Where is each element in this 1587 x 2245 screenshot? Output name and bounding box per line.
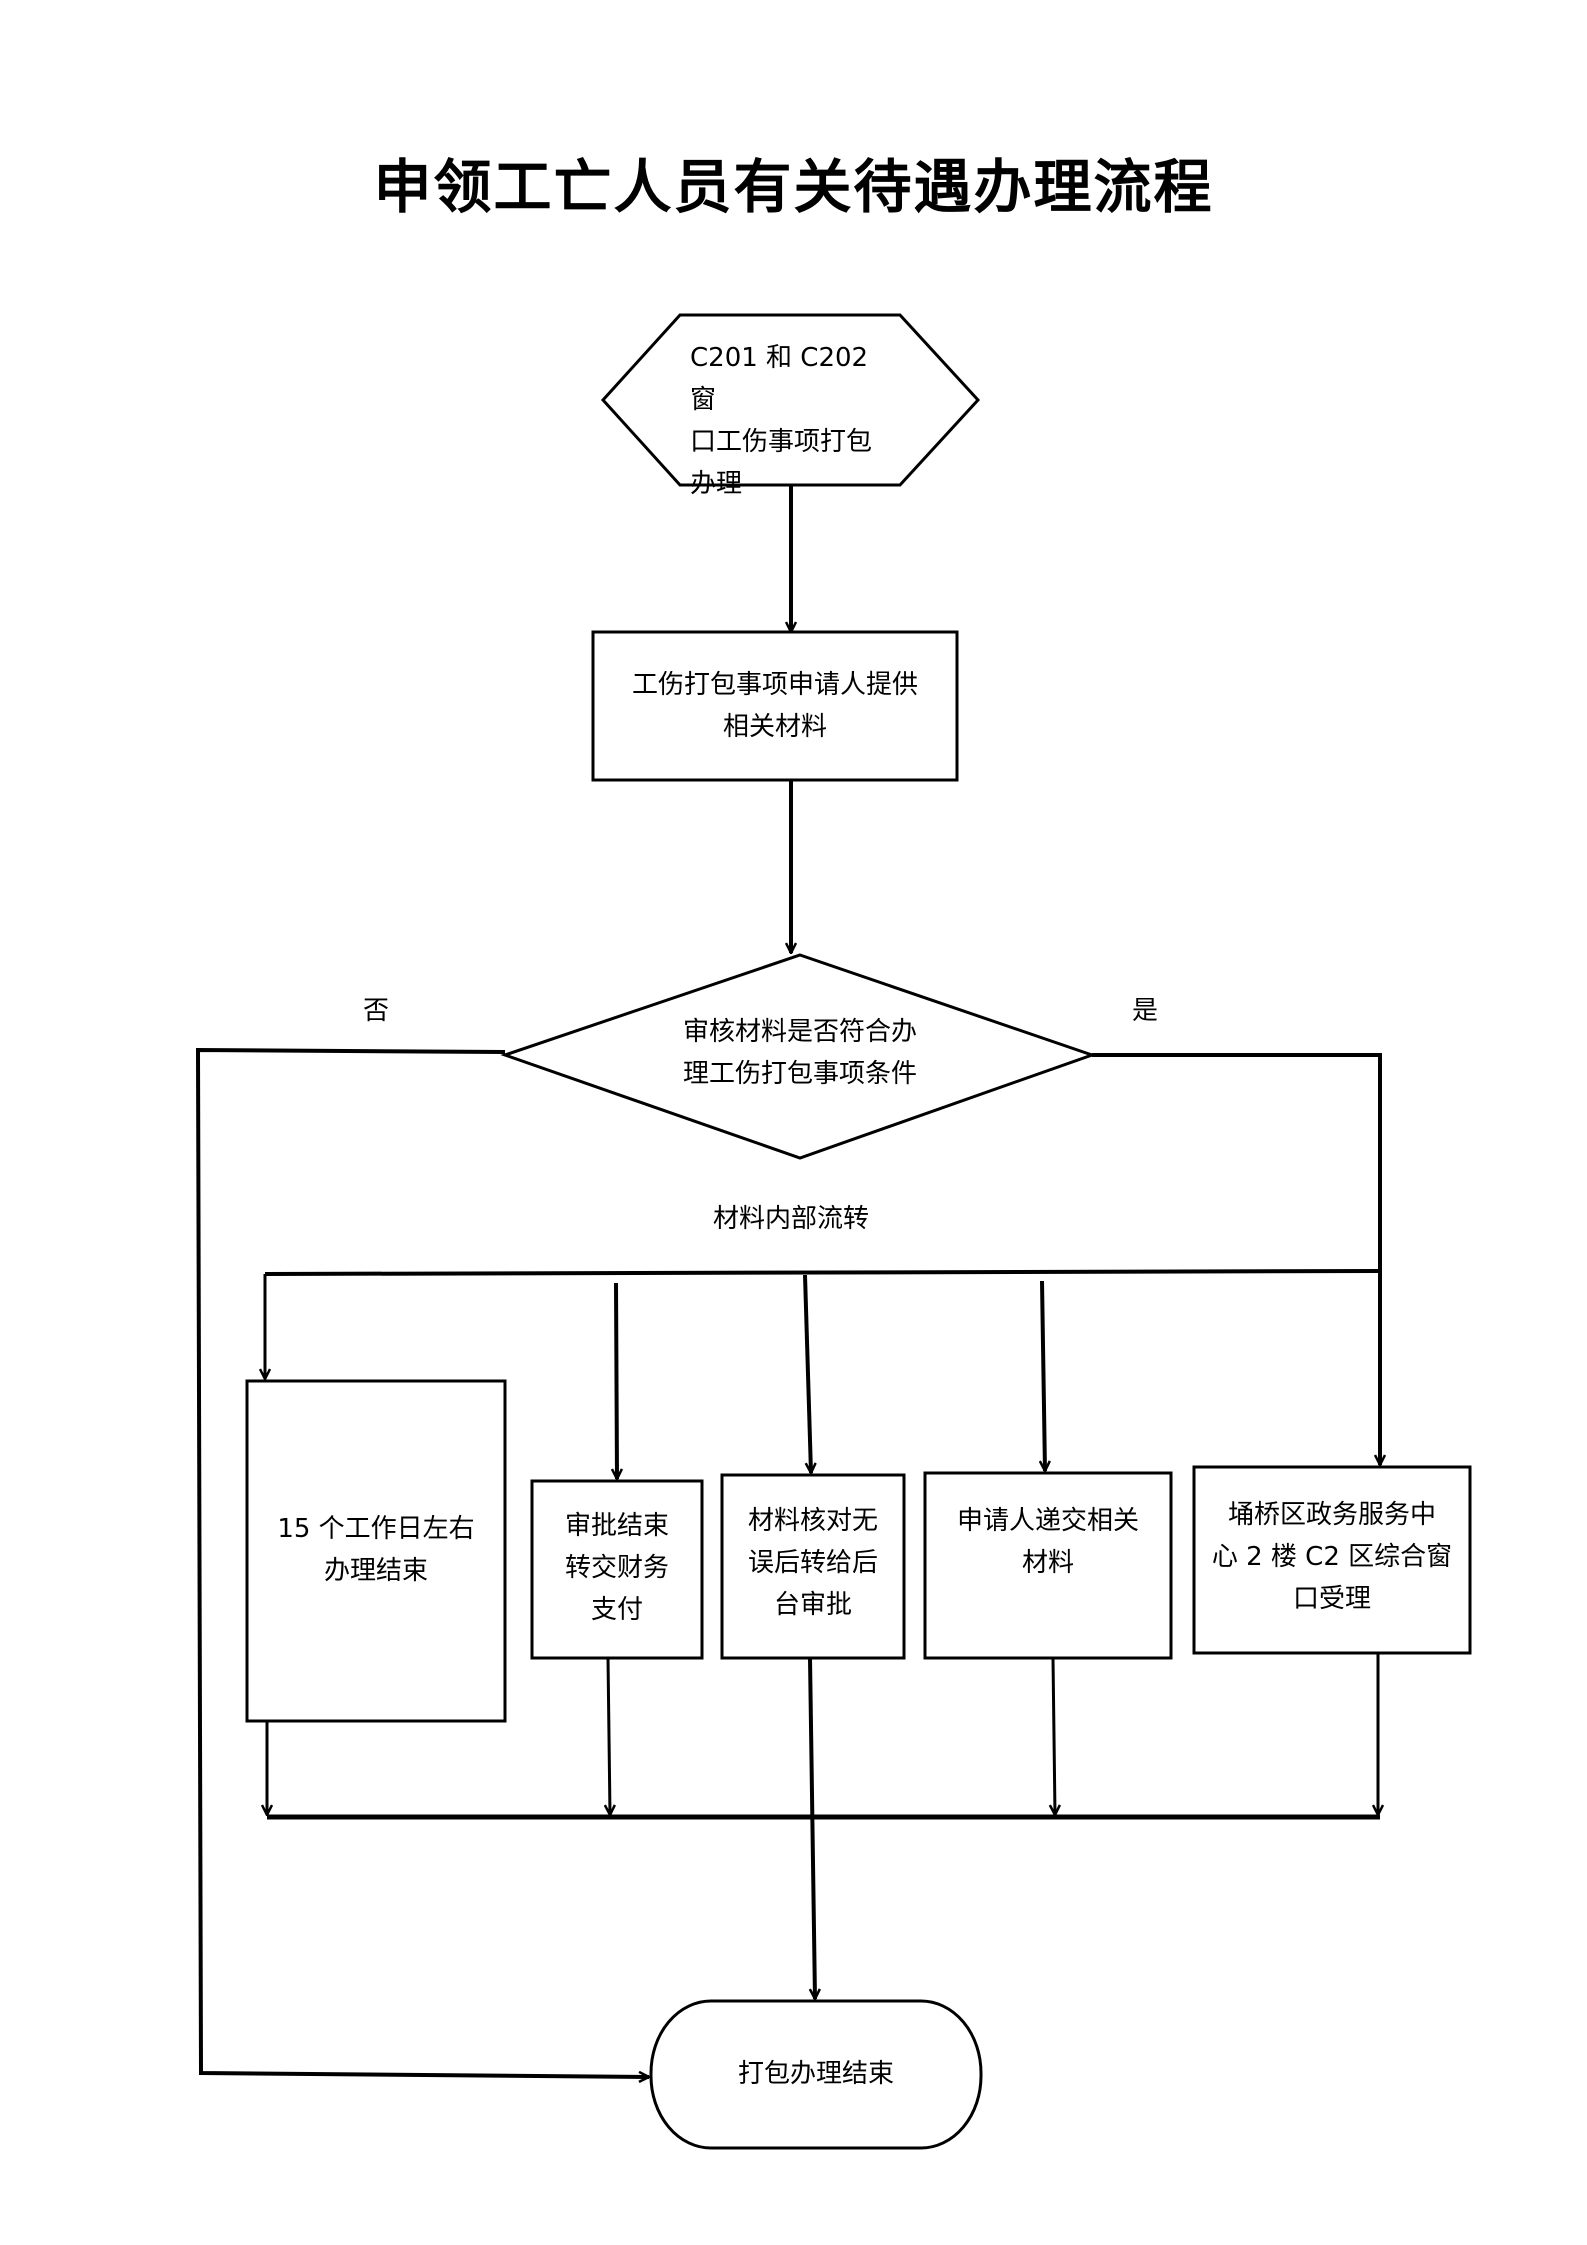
submit-label-line: 材料 [1021, 1548, 1074, 1578]
provide-label: 工伤打包事项申请人提供 相关材料 [593, 664, 957, 748]
verify-label-line: 台审批 [773, 1590, 852, 1620]
verify-label: 材料核对无 误后转给后 台审批 [722, 1500, 904, 1626]
start-label-line: 口工伤事项打包 [690, 427, 873, 457]
page-title: 申领工亡人员有关待遇办理流程 [373, 153, 1214, 221]
days15-box [245, 1379, 507, 1723]
provide-label-line: 工伤打包事项申请人提供 [631, 670, 918, 700]
edge-yes-branch [1092, 1053, 1380, 1465]
days15-label: 15 个工作日左右 办理结束 [247, 1508, 505, 1592]
edge-label-yes: 是 [1132, 996, 1159, 1026]
payment-box [530, 1479, 704, 1660]
edge-label-internal: 材料内部流转 [713, 1204, 870, 1234]
edge-payment-down [608, 1657, 610, 1815]
edge-submit-down [1053, 1657, 1055, 1815]
start-hexagon [600, 313, 981, 487]
start-label-line: 办理 [690, 469, 743, 499]
edge-to-payment [616, 1282, 617, 1479]
accept-label-line: 口受理 [1292, 1584, 1371, 1614]
check-label: 审核材料是否符合办 理工伤打包事项条件 [620, 1011, 980, 1095]
submit-label: 申请人递交相关 材料 [925, 1500, 1171, 1584]
edge-label-no: 否 [363, 996, 390, 1026]
provide-label-line: 相关材料 [722, 712, 827, 742]
accept-box [1192, 1465, 1472, 1655]
verify-label-line: 材料核对无 [747, 1506, 878, 1536]
end-terminator [649, 1999, 983, 2150]
start-label: C201 和 C202 窗 口工伤事项打包 办理 [690, 337, 900, 505]
verify-label-line: 误后转给后 [747, 1548, 878, 1578]
end-label: 打包办理结束 [651, 2053, 981, 2095]
accept-label-line: 心 2 楼 C2 区综合窗 [1211, 1542, 1453, 1572]
edge-no-branch [195, 1047, 649, 2077]
start-label-line: C201 和 C202 窗 [690, 343, 869, 415]
check-decision-diamond [500, 953, 1097, 1160]
payment-label-line: 支付 [590, 1595, 643, 1625]
provide-materials-box [591, 630, 959, 782]
accept-label: 埇桥区政务服务中 心 2 楼 C2 区综合窗 口受理 [1194, 1494, 1470, 1620]
verify-box [720, 1473, 906, 1660]
check-label-line: 审核材料是否符合办 [682, 1017, 917, 1047]
payment-label: 审批结束 转交财务 支付 [532, 1505, 702, 1631]
edge-verify-to-end [808, 1657, 815, 1999]
submit-box [923, 1471, 1173, 1660]
days15-label-line: 办理结束 [323, 1556, 428, 1586]
end-label-line: 打包办理结束 [737, 2059, 894, 2089]
days15-label-line: 15 个工作日左右 [277, 1514, 475, 1544]
payment-label-line: 审批结束 [564, 1511, 669, 1541]
payment-label-line: 转交财务 [564, 1553, 669, 1583]
edge-to-submit [1042, 1280, 1045, 1471]
check-label-line: 理工伤打包事项条件 [682, 1059, 917, 1089]
submit-label-line: 申请人递交相关 [956, 1506, 1139, 1536]
edge-to-verify [803, 1274, 811, 1473]
edge-internal-bus [264, 1269, 1381, 1276]
accept-label-line: 埇桥区政务服务中 [1227, 1500, 1436, 1530]
